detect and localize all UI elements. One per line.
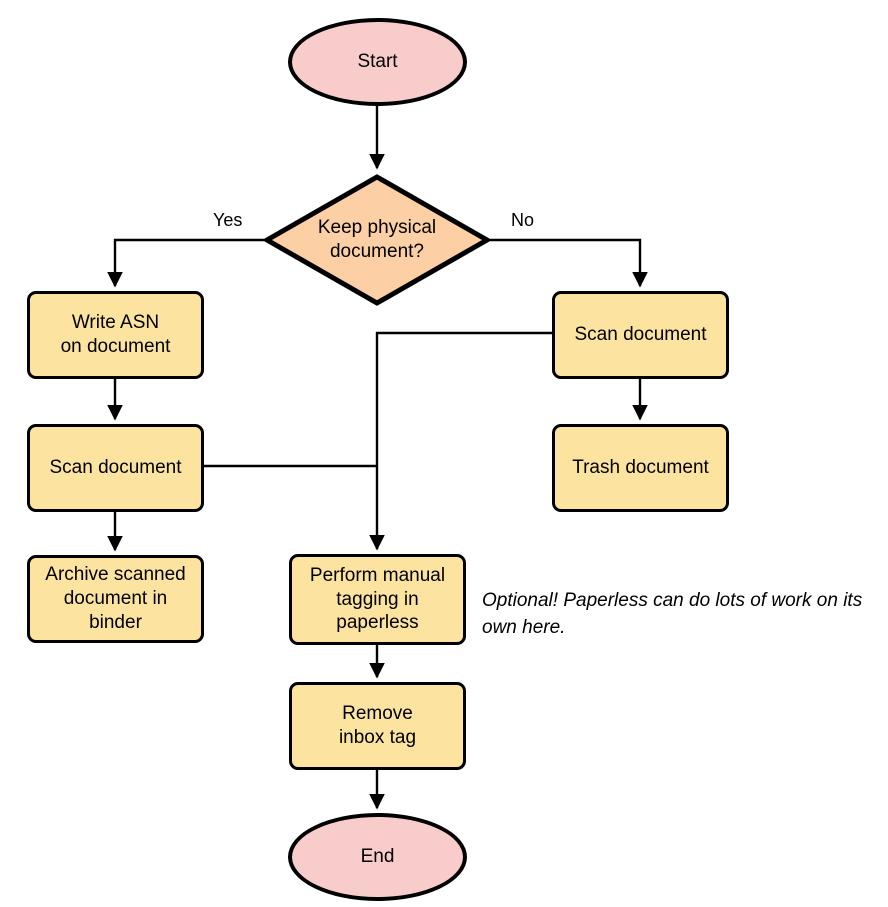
node-scan-document-left[interactable]: Scan document (27, 424, 204, 512)
node-remove-inbox-tag-label: Remove inbox tag (338, 703, 417, 748)
annotation-optional-note: Optional! Paperless can do lots of work … (482, 590, 863, 638)
node-scan-document-right-label: Scan document (574, 324, 707, 346)
edge-label-yes: Yes (210, 210, 246, 231)
node-remove-inbox-tag[interactable]: Remove inbox tag (289, 682, 466, 770)
node-perform-manual-tagging[interactable]: Perform manual tagging in paperless (289, 554, 466, 645)
node-trash-document[interactable]: Trash document (552, 424, 729, 512)
diamond-shape (264, 174, 490, 306)
node-keep-physical-document[interactable]: Keep physical document? (264, 174, 490, 306)
node-scan-document-right[interactable]: Scan document (552, 291, 729, 379)
node-scan-document-left-label: Scan document (49, 457, 182, 479)
node-keep-physical-document-label: Keep physical document? (317, 217, 437, 262)
node-end[interactable]: End (288, 813, 467, 901)
node-manual-tagging-label: Perform manual tagging in paperless (309, 564, 446, 634)
node-archive-binder-label: Archive scanned document in binder (45, 564, 186, 633)
edge-scan-right-to-manual-tagging (369, 331, 552, 551)
edge-label-no: No (508, 210, 538, 231)
node-start-label: Start (357, 51, 398, 73)
node-start[interactable]: Start (288, 18, 467, 106)
node-write-asn-label: Write ASN on document (60, 312, 171, 357)
node-trash-document-label: Trash document (572, 457, 709, 479)
node-end-label: End (360, 846, 395, 868)
edge-decision-to-scan-right (490, 238, 648, 288)
node-archive-scanned-document-in-binder[interactable]: Archive scanned document in binder (27, 555, 204, 643)
edge-decision-to-write-asn (107, 238, 264, 288)
node-write-asn-on-document[interactable]: Write ASN on document (27, 291, 204, 379)
